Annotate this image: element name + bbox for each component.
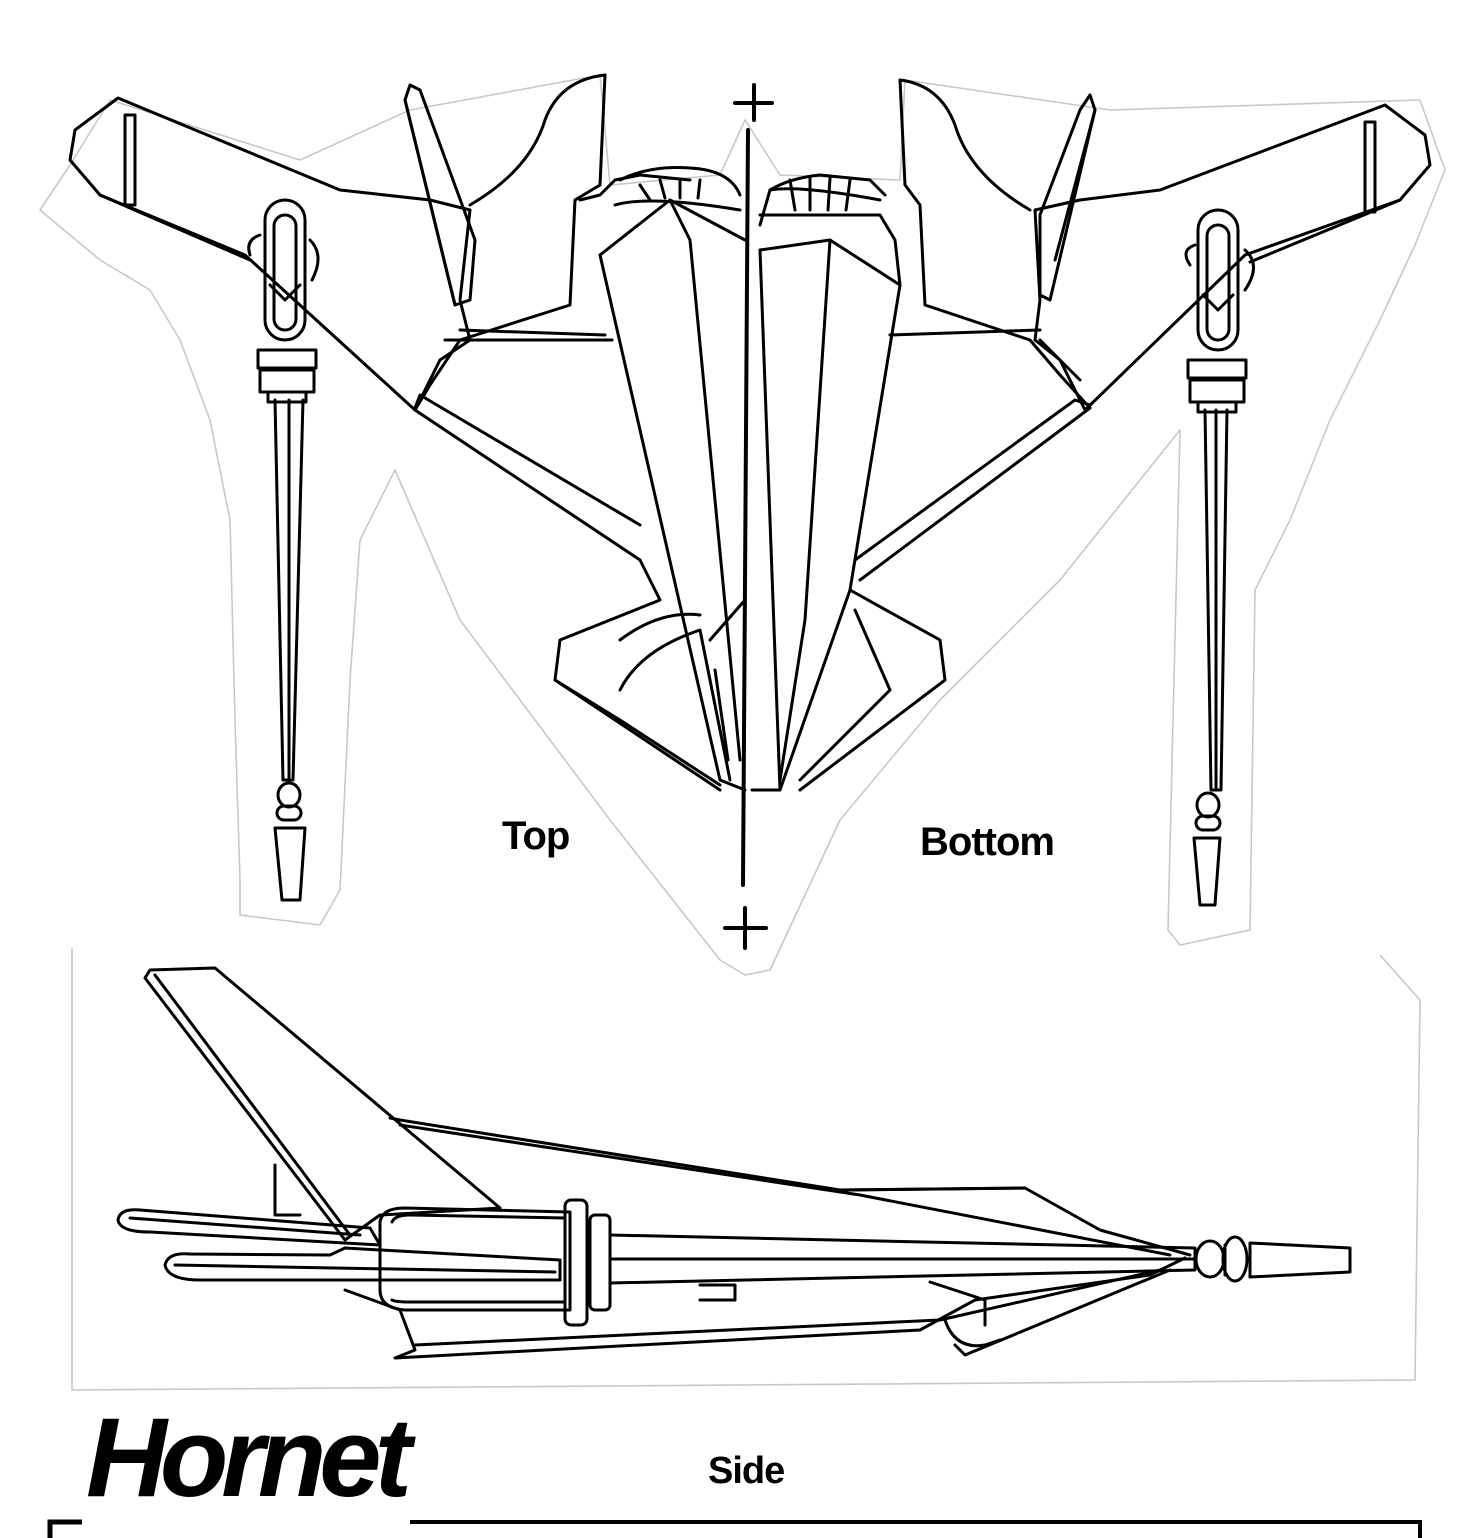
side-view-label: Side xyxy=(708,1450,785,1492)
model-title: Hornet xyxy=(86,1395,412,1520)
cutout-outline-side xyxy=(71,948,1421,1391)
left-weapon-pod xyxy=(247,198,320,902)
side-collar xyxy=(563,1198,589,1327)
fuselage-top-half xyxy=(553,198,747,792)
title-block-rules xyxy=(47,1519,1422,1538)
lower-wing-edge xyxy=(163,1246,562,1282)
fuselage-bottom-half xyxy=(750,173,947,792)
top-bottom-view xyxy=(68,73,1432,950)
side-nacelle xyxy=(378,1206,572,1312)
left-wing xyxy=(68,83,477,412)
tail-fin xyxy=(143,966,502,1242)
left-wing-edge xyxy=(116,1208,382,1247)
left-nacelle xyxy=(413,73,742,792)
bottom-view-label: Bottom xyxy=(920,820,1055,864)
side-view xyxy=(116,966,1352,1360)
top-view-label: Top xyxy=(502,814,570,858)
right-weapon-pod xyxy=(1184,208,1255,907)
cutout-outline-top-bottom xyxy=(39,74,1446,976)
centerline-fold-mark xyxy=(723,83,774,950)
right-nacelle xyxy=(853,78,1092,582)
right-wing xyxy=(1033,93,1432,412)
